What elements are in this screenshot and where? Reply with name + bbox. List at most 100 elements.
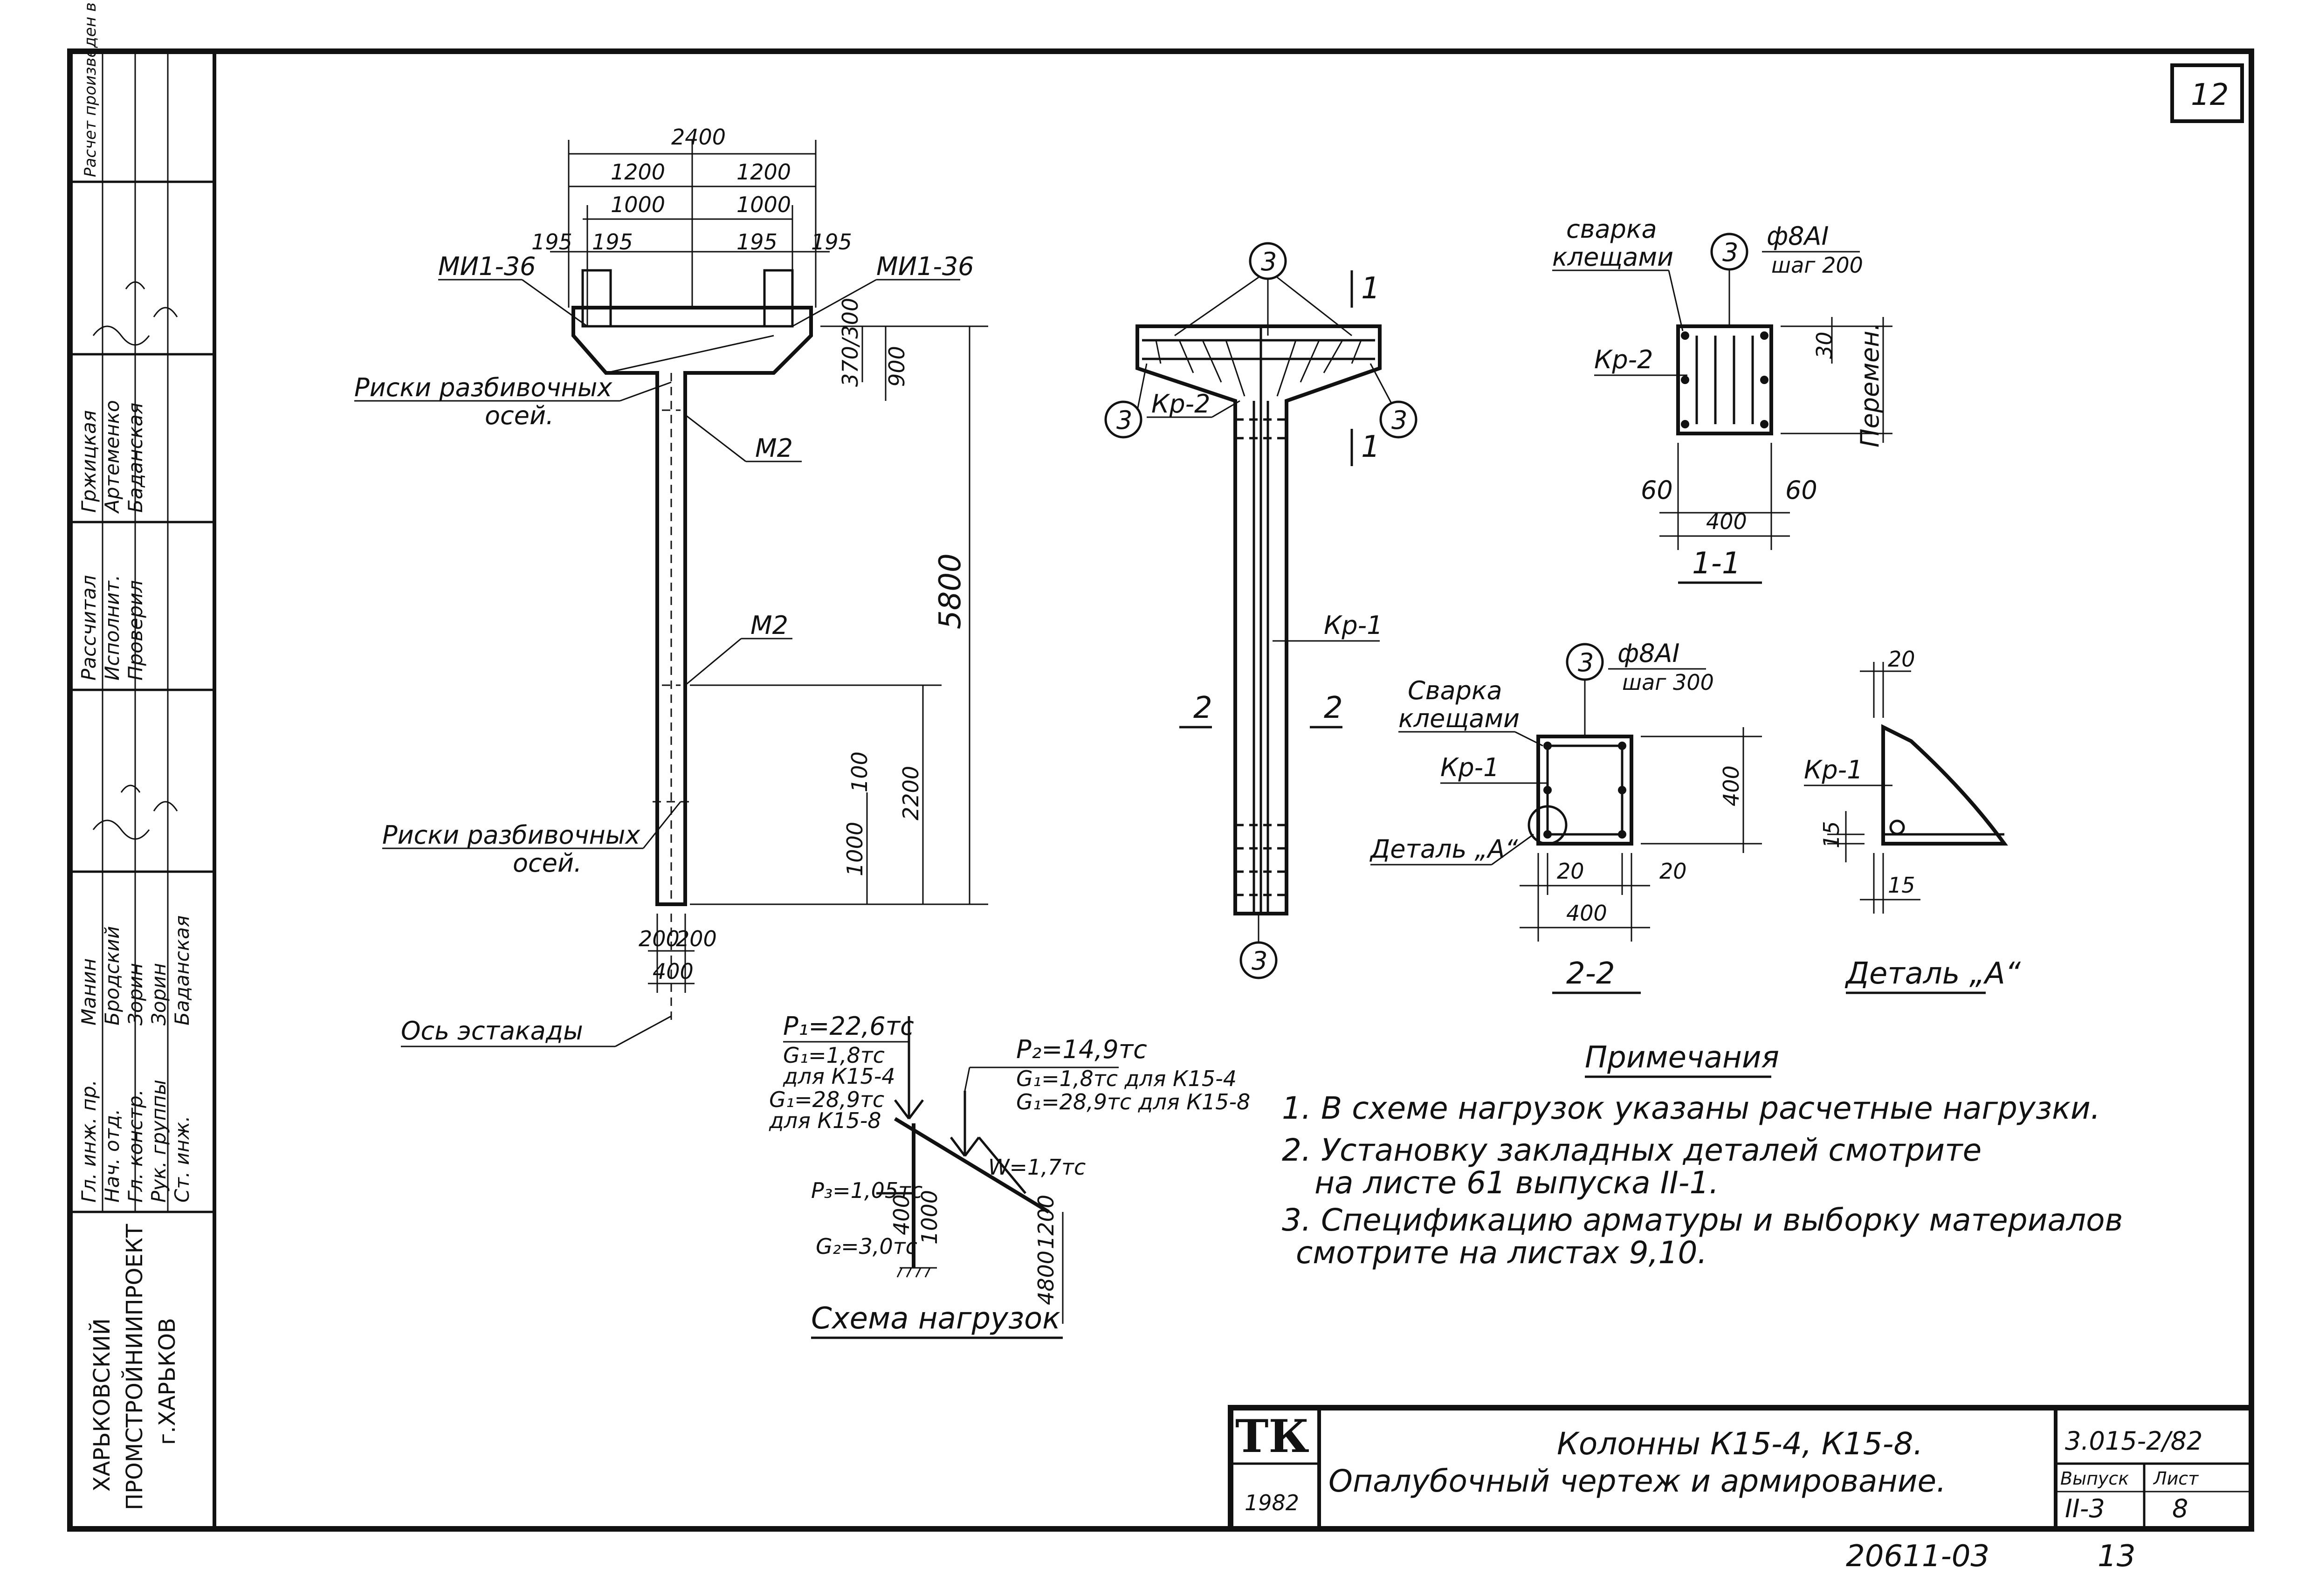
load-title: Схема нагрузок: [811, 1301, 1060, 1336]
sec11-bar-step: шаг 200: [1771, 253, 1863, 278]
notes-heading: Примечания: [1585, 1040, 1779, 1075]
title-issue-value: II-3: [2065, 1494, 2105, 1523]
load-g1-d: G₁=28,9тс для К15-8: [1016, 1089, 1250, 1114]
elev-dim-400: 400: [653, 959, 694, 984]
elev-dim-2400: 2400: [671, 124, 726, 150]
title-block: ТК 1982 Колонны К15-4, К15-8. Опалубочны…: [1228, 1405, 2254, 1532]
stamp-role-2: Нач. отд.: [101, 1109, 124, 1203]
elev-label-marks-bot-1: Риски разбивочных: [382, 820, 640, 850]
load-g1-b-for: для К15-8: [769, 1108, 881, 1133]
title-sheet-label: Лист: [2153, 1468, 2199, 1489]
elev-dim-1000-right: 1000: [736, 192, 791, 217]
title-line-1: Колонны К15-4, К15-8.: [1557, 1426, 1923, 1462]
elev-dim-195-c: 195: [736, 229, 778, 255]
rebar-callout-bottom: 3: [1252, 946, 1267, 976]
rebar-callout-right: 3: [1391, 406, 1407, 435]
sec22-bar-spec: ф8АI: [1617, 639, 1679, 668]
elev-dim-195-a: 195: [531, 229, 572, 255]
rebar-callout-left: 3: [1116, 406, 1132, 435]
left-stamp: ХАРЬКОВСКИЙ ПРОМСТРОЙНИИПРОЕКТ г.ХАРЬКОВ…: [70, 0, 214, 1510]
sec11-dim-60-right: 60: [1785, 475, 1817, 505]
title-code: 3.015-2/82: [2065, 1426, 2202, 1456]
stamp-name-2: Бродский: [101, 926, 124, 1025]
sec11-dim-400: 400: [1706, 509, 1747, 534]
sec22-label-welding-2: клещами: [1398, 704, 1520, 733]
detail-dim-15-left: 15: [1819, 821, 1844, 848]
elev-label-marks-bot-2: осей.: [513, 848, 582, 878]
detail-label-kr1: Кр-1: [1804, 755, 1863, 784]
sec11-label-welding-1: сварка: [1566, 214, 1657, 244]
stamp-name-1: Манин: [77, 958, 100, 1025]
note-2: 2. Установку закладных деталей смотрите: [1282, 1132, 1982, 1168]
section-1-1: сварка клещами 3 ф8АI шаг 200 Кр-2 30 Пе…: [1552, 214, 1892, 584]
note-2-cont: на листе 61 выпуска II-1.: [1314, 1165, 1719, 1201]
load-p2: P₂=14,9тс: [1016, 1035, 1147, 1064]
elev-dim-5800: 5800: [933, 553, 968, 629]
rebar-label-kr2: Кр-2: [1151, 389, 1210, 419]
sec22-callout: 3: [1578, 648, 1594, 677]
outer-frame: [67, 48, 2254, 1532]
load-g1-c: G₁=1,8тс для К15-4: [1016, 1066, 1237, 1091]
stamp-mid-role-3: Проверил: [124, 580, 147, 681]
elev-label-m2-top: М2: [755, 433, 793, 463]
rebar-view: 3 3 Кр-2 3 3 Кр-1 1 1 2 2: [1104, 242, 1417, 979]
elev-dim-900: 900: [884, 346, 909, 387]
title-sheet-value: 8: [2172, 1494, 2188, 1523]
elev-dim-1200-right: 1200: [736, 159, 791, 185]
rebar-section-1-bot: 1: [1361, 430, 1380, 464]
title-issue-label: Выпуск: [2060, 1468, 2129, 1489]
elev-label-mi-left: МИ1-36: [438, 252, 536, 281]
elev-label-axis: Ось эстакады: [401, 1016, 583, 1046]
stamp-mid-name-1: Гржицкая: [77, 410, 100, 513]
elev-dim-200-right: 200: [676, 926, 717, 951]
sec22-dim-400-v: 400: [1719, 765, 1744, 806]
sec11-label-welding-2: клещами: [1552, 242, 1673, 272]
stamp-role-4: Рук. группы: [147, 1080, 170, 1203]
elev-dim-100: 100: [847, 751, 872, 792]
sec22-dim-20-right: 20: [1659, 859, 1687, 884]
load-p1: P₁=22,6тс: [783, 1011, 914, 1041]
stamp-mid-name-2: Артеменко: [101, 400, 124, 514]
detail-dim-20: 20: [1888, 647, 1915, 672]
elev-label-marks-top-1: Риски разбивочных: [354, 373, 612, 402]
rebar-section-1-top: 1: [1361, 271, 1380, 306]
note-3: 3. Спецификацию арматуры и выборку матер…: [1282, 1202, 2123, 1238]
rebar-section-2-left: 2: [1193, 691, 1212, 725]
detail-a: 20 Кр-1 15 15 Деталь „А“: [1804, 647, 2021, 994]
stamp-signatures: [92, 281, 178, 840]
elev-dim-1000-left: 1000: [611, 192, 665, 217]
note-1: 1. В схеме нагрузок указаны расчетные на…: [1282, 1090, 2100, 1126]
load-dim-400: 400: [889, 1194, 914, 1235]
load-w: W=1,7тс: [988, 1155, 1086, 1180]
sec11-bar-spec: ф8АI: [1767, 221, 1829, 251]
load-g2: G₂=3,0тс: [816, 1234, 917, 1259]
load-g1-a-for: для К15-4: [783, 1064, 895, 1089]
elev-dim-1200-left: 1200: [611, 159, 665, 185]
elev-dim-195-d: 195: [811, 229, 852, 255]
title-year: 1982: [1245, 1490, 1299, 1515]
sec22-label-kr1: Кр-1: [1440, 753, 1499, 782]
sheet-number-box: [2170, 63, 2244, 123]
stamp-name-4: Зорин: [147, 963, 170, 1025]
load-g1-b: G₁=28,9тс: [769, 1087, 884, 1112]
sec11-dim-30: 30: [1812, 331, 1837, 359]
elev-dim-195-b: 195: [592, 229, 633, 255]
stamp-role-5: Ст. инж.: [171, 1116, 193, 1203]
rebar-section-2-right: 2: [1324, 691, 1343, 725]
sec11-label-kr2: Кр-2: [1594, 345, 1653, 374]
load-dim-1000: 1000: [917, 1190, 942, 1245]
title-line-2: Опалубочный чертеж и армирование.: [1328, 1463, 1946, 1499]
sec22-bar-step: шаг 300: [1622, 670, 1714, 695]
section-2-2: 3 ф8АI шаг 300 Сварка клещами Кр-1 400 Д…: [1369, 639, 1762, 994]
sec22-label-detail: Деталь „А“: [1369, 834, 1518, 864]
notes: Примечания 1. В схеме нагрузок указаны р…: [1282, 1040, 2123, 1271]
note-3-cont: смотрите на листах 9,10.: [1296, 1235, 1707, 1271]
stamp-name-5: Баданская: [171, 915, 193, 1025]
stamp-org-line-1: ХАРЬКОВСКИЙ: [89, 1318, 115, 1492]
detail-dim-15-right: 15: [1888, 873, 1915, 898]
elev-label-marks-top-2: осей.: [485, 401, 554, 430]
stamp-role-1: Гл. инж. пр.: [77, 1080, 100, 1203]
elev-dim-1000: 1000: [842, 822, 867, 876]
rebar-callout-top: 3: [1261, 247, 1277, 276]
